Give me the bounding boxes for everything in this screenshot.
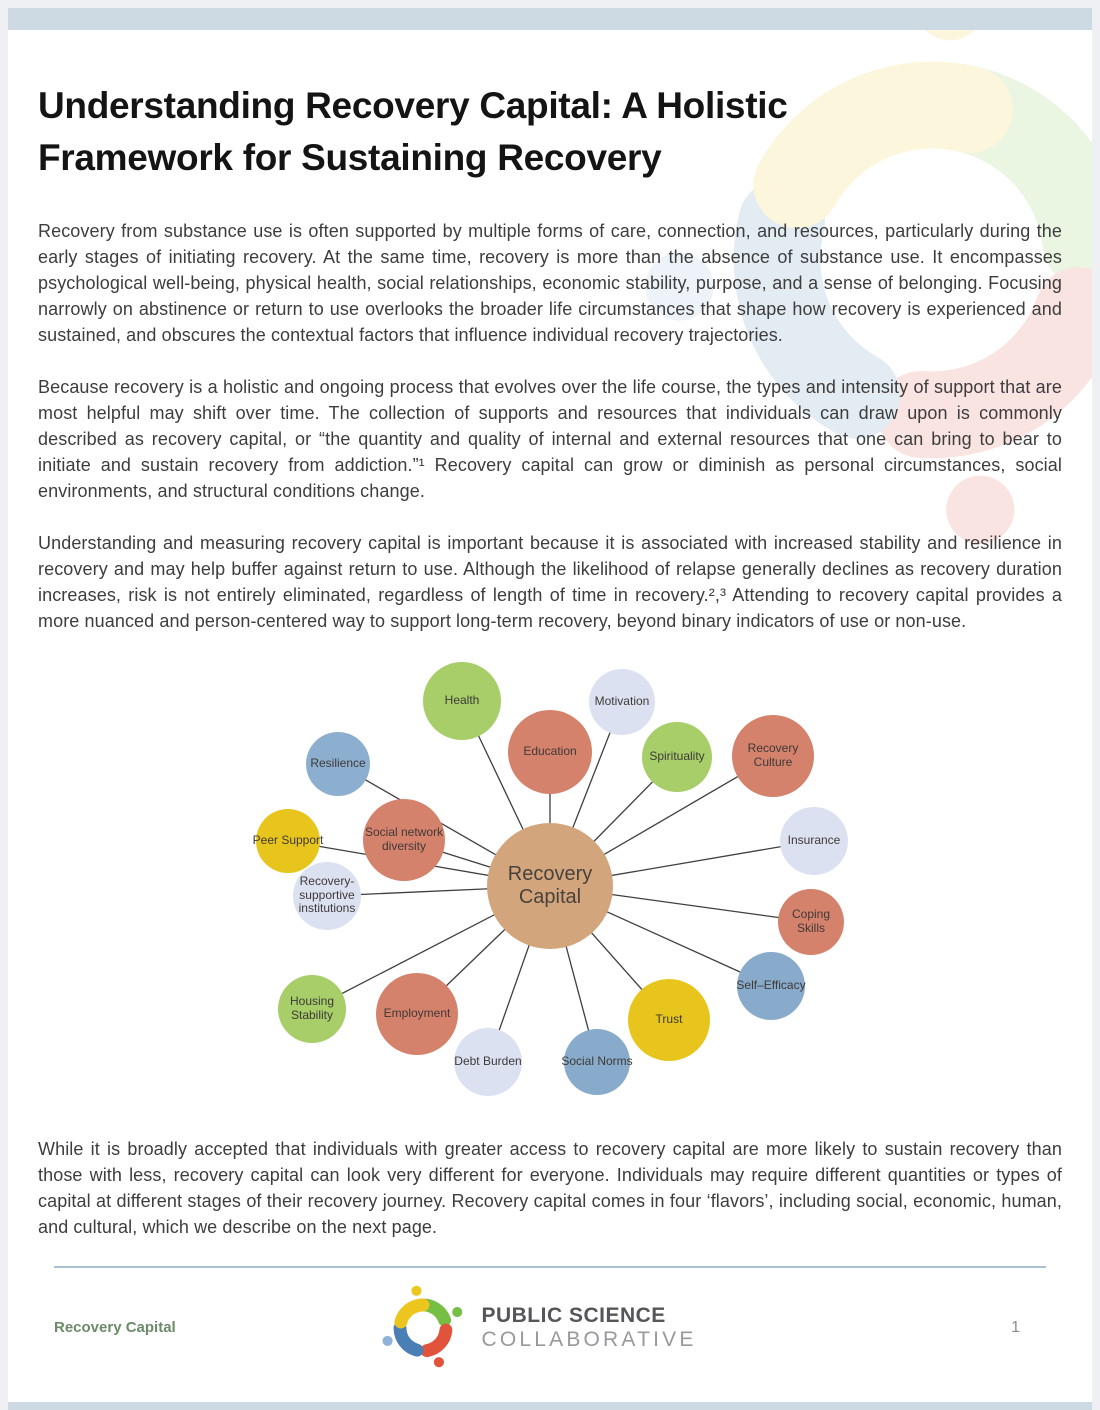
diagram-node-label: Coping Skills bbox=[791, 906, 831, 935]
page-number: 1 bbox=[1011, 1318, 1021, 1336]
diagram-node-label: Spirituality bbox=[649, 748, 705, 763]
diagram-node-label: Health bbox=[444, 692, 480, 707]
diagram-node-label: Debt Burden bbox=[454, 1053, 522, 1068]
public-science-collaborative-icon bbox=[382, 1285, 463, 1367]
paragraph-3: Understanding and measuring recovery cap… bbox=[38, 532, 1062, 631]
diagram-node: Education bbox=[508, 709, 592, 794]
diagram-node-label: Peer Support bbox=[252, 832, 324, 847]
diagram-node-label: Social Norms bbox=[561, 1053, 633, 1068]
diagram-node-label: Education bbox=[523, 743, 577, 758]
diagram-node: Motivation bbox=[589, 668, 655, 735]
diagram-node: Resilience bbox=[306, 731, 370, 796]
diagram-node: Peer Support bbox=[253, 808, 323, 873]
diagram-node: Trust bbox=[628, 978, 710, 1061]
diagram-node: Insurance bbox=[780, 806, 848, 875]
diagram-node: Debt Burden bbox=[454, 1027, 522, 1096]
paragraph-1: Recovery from substance use is often sup… bbox=[38, 220, 1062, 345]
document-page: Understanding Recovery Capital: A Holist… bbox=[8, 30, 1092, 1402]
diagram-node: Spirituality bbox=[642, 721, 712, 792]
org-logo: PUBLIC SCIENCE COLLABORATIVE bbox=[377, 1282, 696, 1374]
page-title-line2: Framework for Sustaining Recovery bbox=[38, 136, 662, 178]
paragraph-4: While it is broadly accepted that indivi… bbox=[38, 1138, 1062, 1237]
diagram-node: Social network diversity bbox=[363, 798, 445, 881]
page-title: Understanding Recovery Capital: A Holist… bbox=[38, 80, 1062, 184]
paragraph-2: Because recovery is a holistic and ongoi… bbox=[38, 376, 1062, 501]
diagram-node-label: Motivation bbox=[594, 693, 650, 708]
diagram-node: Employment bbox=[376, 972, 458, 1055]
diagram-node: Social Norms bbox=[561, 1028, 633, 1095]
diagram-node-label: Housing Stability bbox=[289, 993, 335, 1022]
diagram-node-label: Employment bbox=[383, 1005, 451, 1020]
page-footer: Recovery Capital PUBLIC SCIENCE COLLABOR… bbox=[38, 1282, 1062, 1374]
org-name-line1: PUBLIC SCIENCE bbox=[481, 1304, 666, 1328]
org-name-line2: COLLABORATIVE bbox=[481, 1327, 697, 1351]
page-title-line1: Understanding Recovery Capital: A Holist… bbox=[38, 85, 788, 126]
diagram-node-label: Insurance bbox=[787, 832, 841, 847]
diagram-node: Self–Efficacy bbox=[736, 951, 806, 1020]
diagram-center-node: Recovery Capital bbox=[487, 822, 613, 949]
diagram-node-label: Self–Efficacy bbox=[736, 977, 806, 992]
diagram-node-label: Resilience bbox=[310, 755, 366, 770]
diagram-node: Coping Skills bbox=[778, 888, 844, 955]
diagram-node-label: Recovery Capital bbox=[507, 862, 593, 908]
diagram-node-label: Recovery- supportive institutions bbox=[298, 873, 356, 916]
footer-doc-label: Recovery Capital bbox=[54, 1319, 176, 1337]
diagram-node: Recovery Culture bbox=[732, 714, 814, 797]
page-bottom-edge bbox=[8, 1402, 1092, 1410]
diagram-node: Housing Stability bbox=[278, 974, 346, 1043]
diagram-node: Health bbox=[423, 661, 501, 740]
diagram-node: Recovery- supportive institutions bbox=[293, 861, 361, 930]
diagram-node-label: Recovery Culture bbox=[747, 740, 799, 769]
page-top-edge bbox=[8, 8, 1092, 30]
diagram-node-label: Trust bbox=[655, 1011, 683, 1026]
diagram-node-label: Social network diversity bbox=[364, 824, 444, 853]
footer-divider bbox=[54, 1265, 1046, 1268]
